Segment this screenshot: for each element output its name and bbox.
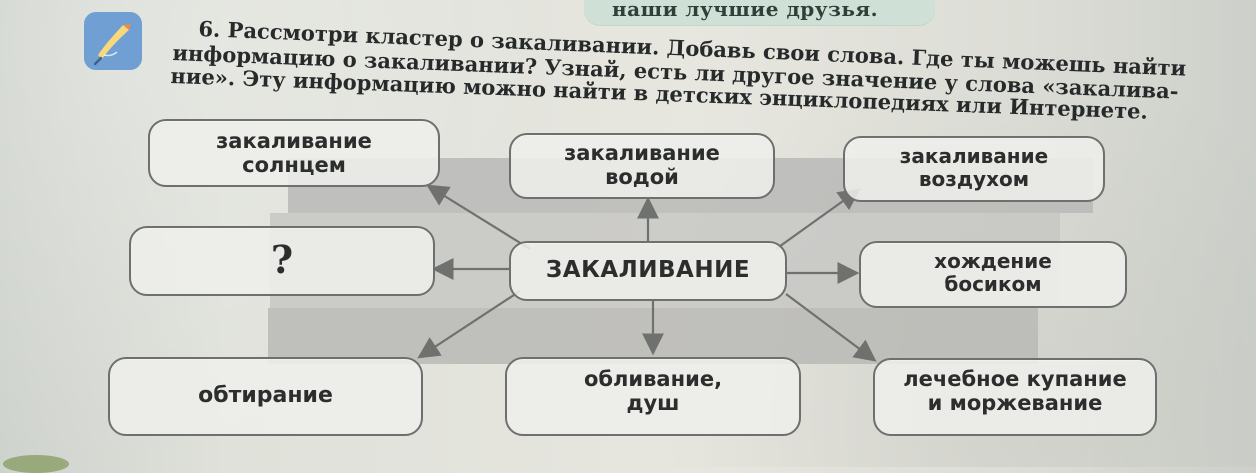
task-number: 6. bbox=[197, 16, 221, 42]
arrow-to-bath bbox=[785, 293, 877, 362]
cluster-node-air-hardening: закаливание воздухом bbox=[843, 136, 1105, 202]
top-banner bbox=[584, 0, 935, 26]
cluster-node-therapeutic-bathing-label: лечебное купание и моржевание bbox=[903, 367, 1127, 416]
arrow-to-sun bbox=[426, 184, 531, 250]
cluster-node-dousing-shower-label: обливание, душ bbox=[583, 367, 723, 416]
kite-icon bbox=[84, 12, 142, 70]
corner-color-blob bbox=[3, 455, 69, 473]
cluster-node-barefoot-walking: хождение босиком bbox=[859, 241, 1127, 308]
cluster-node-rubdown: обтирание bbox=[108, 357, 423, 436]
cluster-node-water-hardening: закаливание водой bbox=[509, 133, 775, 199]
cluster-node-sun-hardening-label: закаливание солнцем bbox=[216, 129, 372, 178]
arrow-to-rubdown bbox=[417, 290, 521, 359]
cluster-node-therapeutic-bathing: лечебное купание и моржевание bbox=[873, 358, 1157, 436]
cluster-node-question: ? bbox=[129, 226, 435, 296]
cluster-node-sun-hardening: закаливание солнцем bbox=[148, 119, 440, 187]
cluster-node-water-hardening-label: закаливание водой bbox=[564, 141, 720, 190]
cluster-node-question-label: ? bbox=[270, 237, 294, 282]
cluster-center-label: ЗАКАЛИВАНИЕ bbox=[545, 257, 751, 283]
cluster-center-node: ЗАКАЛИВАНИЕ bbox=[509, 241, 787, 301]
cluster-node-barefoot-walking-label: хождение босиком bbox=[934, 249, 1052, 296]
cluster-diagram: закаливание солнцем закаливание водой за… bbox=[100, 103, 1170, 443]
cluster-node-dousing-shower: обливание, душ bbox=[505, 357, 801, 436]
cluster-connectors bbox=[417, 184, 877, 362]
cluster-node-rubdown-label: обтирание bbox=[198, 383, 333, 408]
top-banner-text: наши лучшие друзья. bbox=[612, 0, 879, 21]
cluster-node-air-hardening-label: закаливание воздухом bbox=[899, 144, 1049, 191]
arrow-to-air bbox=[775, 188, 861, 250]
